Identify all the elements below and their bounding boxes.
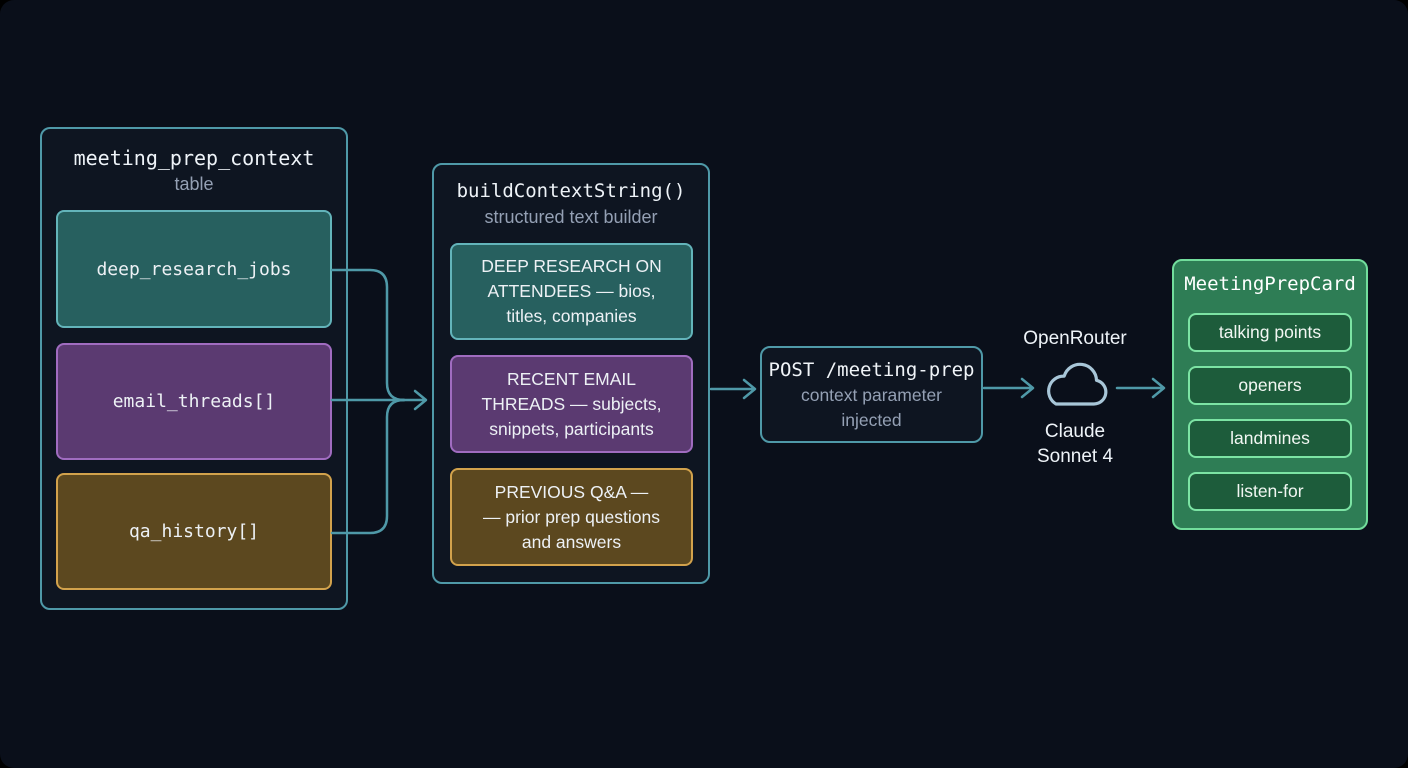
router-model-label: Claude Sonnet 4	[1036, 421, 1114, 467]
cloud-icon	[1047, 362, 1108, 406]
endpoint-subtitle: context parameter injected	[800, 384, 943, 430]
section-deep-research: DEEP RESEARCH ON ATTENDEES — bios, title…	[450, 243, 693, 340]
arrow-cloud-to-card	[1115, 377, 1166, 399]
section-previous-qa: PREVIOUS Q&A — — prior prep questions an…	[450, 468, 693, 566]
field-label: deep_research_jobs	[96, 258, 292, 280]
table-box-title: meeting_prep_context	[73, 146, 315, 170]
card-item-label: landmines	[1230, 428, 1310, 448]
card-item-label: talking points	[1218, 322, 1322, 342]
section-label: DEEP RESEARCH ON ATTENDEES — bios, title…	[481, 256, 662, 326]
field-label: email_threads[]	[112, 391, 276, 412]
section-recent-email: RECENT EMAIL THREADS — subjects, snippet…	[450, 355, 693, 453]
field-label: qa_history[]	[128, 521, 260, 542]
card-item-talking-points: talking points	[1188, 313, 1352, 352]
section-label: RECENT EMAIL THREADS — subjects, snippet…	[481, 368, 662, 439]
table-box-subtitle: table	[174, 174, 214, 194]
field-qa-history: qa_history[]	[56, 473, 332, 590]
card-item-listen-for: listen-for	[1188, 472, 1352, 511]
meeting-prep-card-title: MeetingPrepCard	[1184, 273, 1356, 295]
arrow-builder-to-endpoint	[709, 378, 757, 400]
table-box-header: meeting_prep_context table	[42, 145, 346, 196]
field-email-threads: email_threads[]	[56, 343, 332, 460]
builder-box-title: buildContextString()	[456, 180, 686, 202]
builder-box-subtitle: structured text builder	[484, 207, 658, 227]
section-label: PREVIOUS Q&A — — prior prep questions an…	[482, 481, 661, 552]
arrow-endpoint-to-cloud	[982, 377, 1035, 399]
builder-box-header: buildContextString() structured text bui…	[434, 178, 708, 229]
arrow-into-builder	[396, 389, 428, 411]
card-item-landmines: landmines	[1188, 419, 1352, 458]
card-item-label: listen-for	[1236, 481, 1304, 501]
router-label: OpenRouter	[1023, 328, 1127, 349]
endpoint-box: POST /meeting-prep context parameter inj…	[760, 346, 983, 443]
card-item-openers: openers	[1188, 366, 1352, 405]
field-deep-research-jobs: deep_research_jobs	[56, 210, 332, 328]
endpoint-title: POST /meeting-prep	[768, 358, 975, 381]
card-item-label: openers	[1238, 375, 1302, 395]
